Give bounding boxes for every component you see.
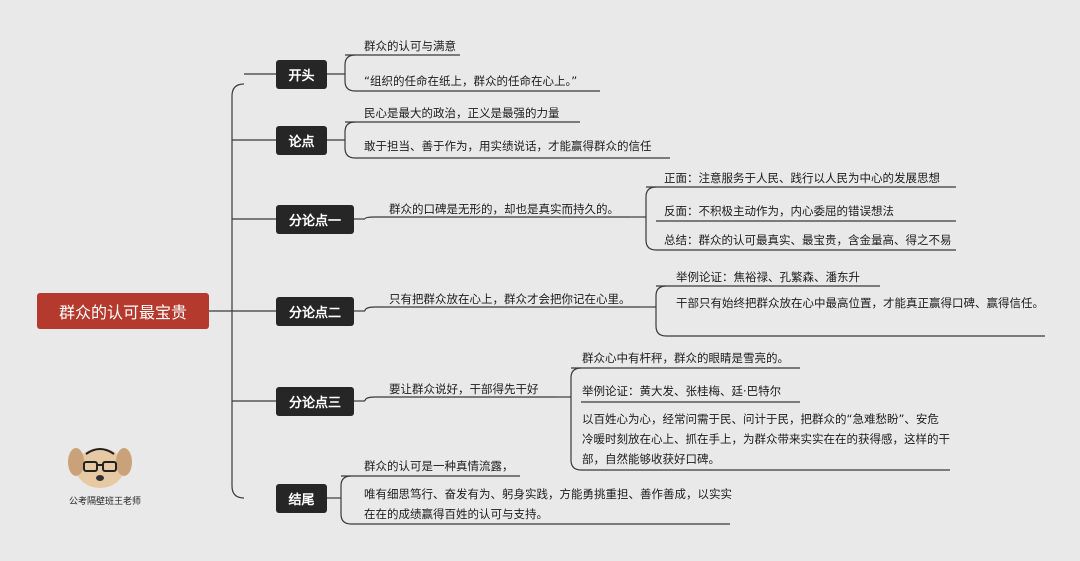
sub2-detail-2: 干部只有始终把群众放在心中最高位置，才能真正赢得口碑、赢得信任。 (676, 293, 1046, 313)
sub1-main: 群众的口碑是无形的，却也是真实而持久的。 (389, 202, 619, 216)
thesis-item-2: 敢于担当、善于作为，用实绩说话，才能赢得群众的信任 (364, 139, 652, 153)
opening-item-1: 群众的认可与满意 (364, 39, 456, 53)
root-topic[interactable]: 群众的认可最宝贵 (37, 293, 209, 329)
sub3-detail-2: 举例论证：黄大发、张桂梅、廷·巴特尔 (582, 384, 781, 398)
sub1-detail-3: 总结：群众的认可最真实、最宝贵，含金量高、得之不易 (664, 233, 952, 247)
sub1-detail-1: 正面：注意服务于人民、践行以人民为中心的发展思想 (664, 171, 940, 185)
sub2-detail-1: 举例论证：焦裕禄、孔繁森、潘东升 (676, 270, 860, 284)
node-sub-argument-2[interactable]: 分论点二 (276, 297, 354, 326)
ending-item-2: 唯有细思笃行、奋发有为、躬身实践，方能勇挑重担、善作善成，以实实在在的成绩赢得百… (364, 484, 734, 524)
sub1-detail-2: 反面：不积极主动作为，内心委屈的错误想法 (664, 204, 894, 218)
opening-item-2: “组织的任命在纸上，群众的任命在心上。” (364, 74, 577, 88)
dog-mascot-icon (60, 432, 140, 492)
node-opening[interactable]: 开头 (276, 60, 327, 89)
ending-item-1: 群众的认可是一种真情流露， (364, 459, 514, 473)
watermark-label: 公考隔壁班王老师 (50, 494, 160, 507)
node-ending[interactable]: 结尾 (276, 484, 327, 513)
node-thesis[interactable]: 论点 (276, 126, 327, 155)
sub3-main: 要让群众说好，干部得先干好 (389, 382, 539, 396)
node-sub-argument-1[interactable]: 分论点一 (276, 205, 354, 234)
sub2-main: 只有把群众放在心上，群众才会把你记在心里。 (389, 292, 631, 306)
sub3-detail-3: 以百姓心为心，经常问需于民、问计于民，把群众的“急难愁盼”、安危冷暖时刻放在心上… (582, 409, 950, 469)
thesis-item-1: 民心是最大的政治，正义是最强的力量 (364, 106, 560, 120)
node-sub-argument-3[interactable]: 分论点三 (276, 387, 354, 416)
sub3-detail-1: 群众心中有杆秤，群众的眼睛是雪亮的。 (582, 351, 789, 365)
